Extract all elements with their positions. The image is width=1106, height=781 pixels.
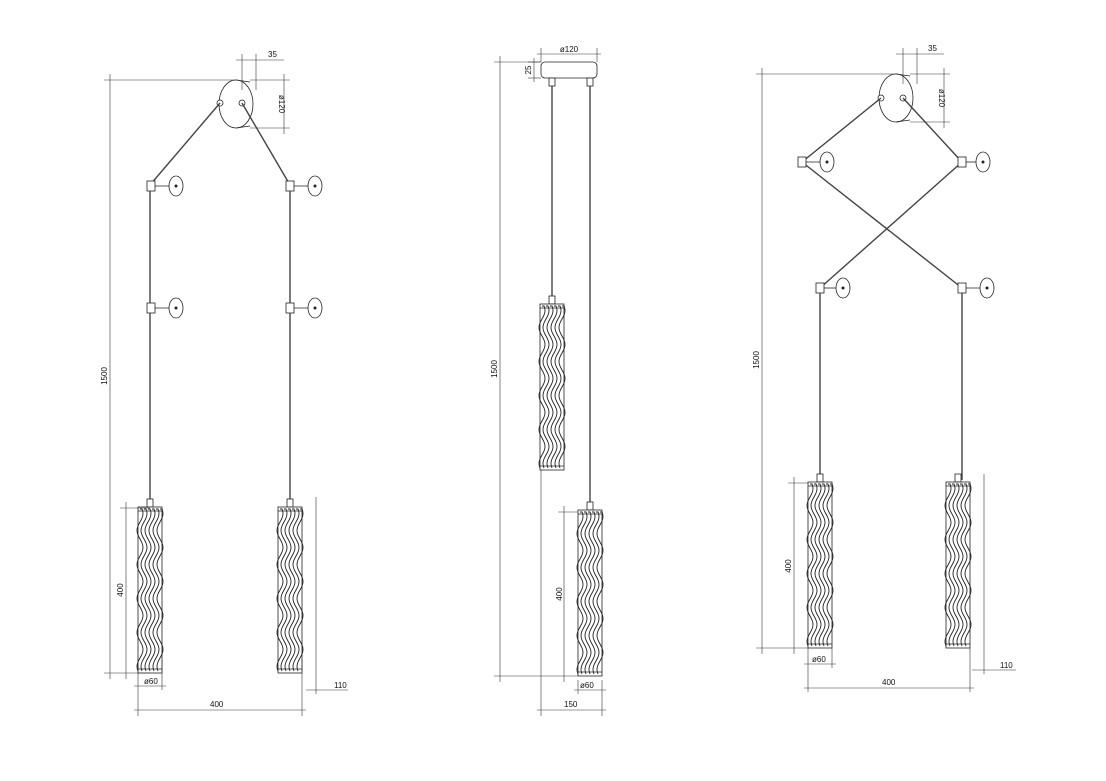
- dim-label-110: 110: [1000, 661, 1013, 670]
- dim-label-diameter-60: ø60: [812, 655, 826, 664]
- dim-label-diameter-60: ø60: [144, 677, 158, 686]
- dim-label-diameter-120: ø120: [560, 45, 579, 54]
- dim-label-1500: 1500: [100, 367, 109, 385]
- pendant-shade: [538, 295, 566, 471]
- ceiling-canopy: [540, 61, 598, 87]
- dim-label-diameter-120: ø120: [937, 89, 946, 108]
- drawing-left: 35 ø120 1500 400 ø60 400 110: [100, 50, 348, 716]
- dim-label-diameter-60: ø60: [580, 681, 594, 690]
- drawing-right: 35 ø120 1500 400 ø60 400 110: [752, 44, 1016, 692]
- dim-label-400: 400: [784, 559, 793, 573]
- wall-hook: [285, 175, 323, 197]
- drawing-middle: ø120 25 1500 400 ø60 150: [490, 45, 606, 716]
- wall-hook: [146, 175, 184, 197]
- dim-label-1500: 1500: [490, 360, 499, 378]
- dimension-lines: [494, 48, 606, 716]
- cord: [801, 97, 963, 163]
- dim-label-diameter-120: ø120: [277, 95, 286, 114]
- dim-label-400: 400: [882, 678, 896, 687]
- cord: [149, 102, 291, 186]
- wall-hook: [285, 297, 323, 319]
- dim-label-150: 150: [564, 700, 578, 709]
- wall-hook: [797, 151, 835, 173]
- canopy-disc: [216, 79, 254, 129]
- dim-label-400: 400: [116, 583, 125, 597]
- dim-label-400: 400: [555, 587, 564, 601]
- dim-label-35: 35: [928, 44, 937, 53]
- dim-label-35: 35: [268, 50, 277, 59]
- pendant-shade: [276, 498, 304, 674]
- cord: [149, 191, 291, 505]
- dim-label-1500: 1500: [752, 351, 761, 369]
- wall-hook: [957, 151, 991, 173]
- wall-hook: [957, 277, 995, 299]
- cord: [801, 161, 963, 289]
- pendant-shade: [806, 473, 834, 649]
- dim-label-400: 400: [210, 700, 224, 709]
- dim-label-110: 110: [334, 681, 347, 690]
- dim-label-25: 25: [524, 65, 533, 74]
- canopy-disc: [877, 73, 914, 123]
- pendant-shade: [944, 473, 972, 649]
- dimension-lines: [104, 54, 348, 716]
- pendant-shade: [136, 498, 164, 674]
- cord: [551, 86, 591, 508]
- dimension-lines: [756, 48, 1016, 692]
- wall-hook: [815, 277, 851, 299]
- pendant-shade: [576, 501, 604, 677]
- wall-hook: [146, 297, 184, 319]
- cord: [819, 293, 963, 480]
